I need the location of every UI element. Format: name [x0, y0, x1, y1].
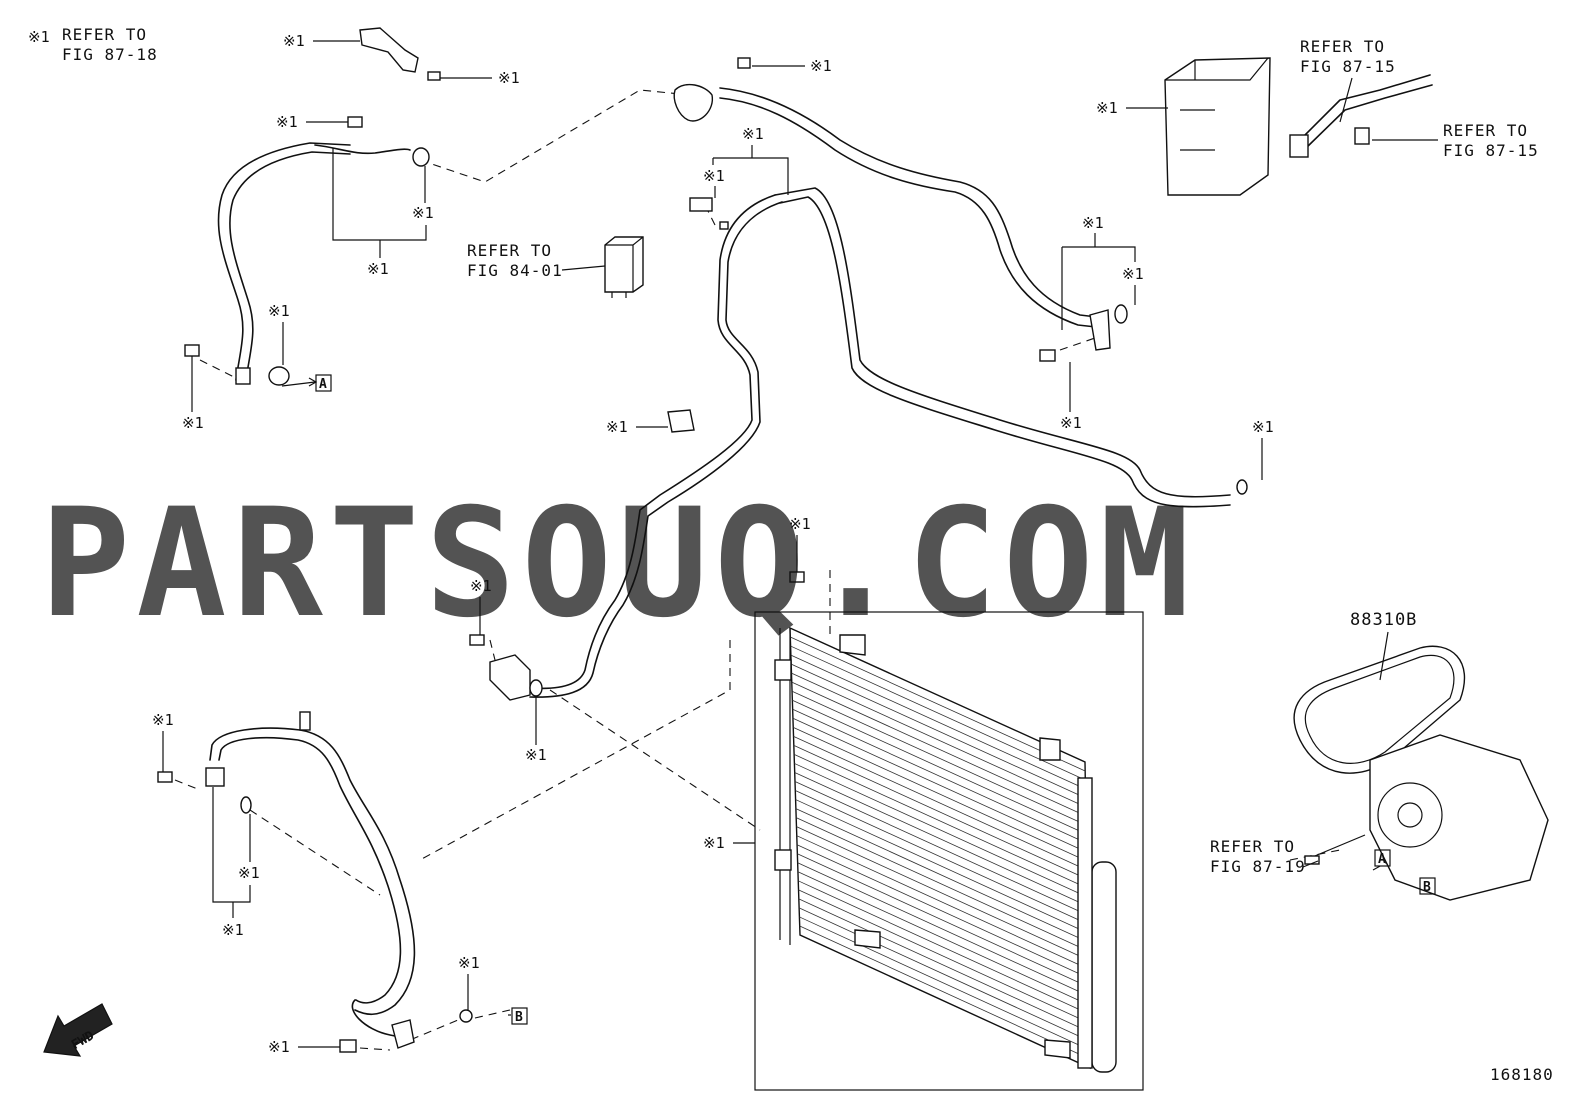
condenser-fin [797, 871, 1090, 1006]
note-relay-line2: FIG 84-01 [467, 261, 563, 280]
condenser-fin [797, 853, 1089, 988]
condenser-fin [793, 754, 1088, 889]
condenser-fin [791, 672, 1086, 808]
callouts: ※1 ※1 ※1 ※1 ※1 ※1 ※1 ※1 ※1 ※1 ※1 ※1 ※1 ※… [28, 28, 1274, 1056]
callout-label: ※1 [742, 125, 764, 143]
condenser-fin [790, 645, 1086, 781]
condenser-fin [795, 799, 1088, 934]
fwd-arrow: FWD [43, 1003, 113, 1057]
note-top-left-line2: FIG 87-18 [62, 45, 158, 64]
callout-label: ※1 [1122, 265, 1144, 283]
callout-label: ※1 [470, 577, 492, 595]
condenser-fin [798, 907, 1090, 1042]
condenser-fin [792, 708, 1087, 844]
condenser-fin [791, 681, 1087, 817]
condenser-fin [795, 790, 1088, 925]
callout-label: ※1 [1082, 214, 1104, 232]
callout-label: ※1 [412, 204, 434, 222]
condenser-fin [798, 889, 1090, 1024]
callout-label: ※1 [276, 113, 298, 131]
callout-label: ※1 [1060, 414, 1082, 432]
callout-label: ※1 [789, 515, 811, 533]
condenser-frame-box [754, 611, 1144, 1091]
part-number-leader [1379, 631, 1389, 681]
callout-label: ※1 [1096, 99, 1118, 117]
part-number-label: 88310B [1350, 610, 1417, 630]
refer-notes: REFER TO FIG 87-18 REFER TO FIG 84-01 RE… [62, 25, 1539, 876]
callout-label: ※1 [182, 414, 204, 432]
small-parts [157, 27, 1549, 1053]
condenser-fin [793, 726, 1087, 862]
callout-label: ※1 [458, 954, 480, 972]
callout-label: ※1 [498, 69, 520, 87]
callout-label: ※1 [1252, 418, 1274, 436]
condenser-fin [796, 817, 1089, 952]
note-compressor-line1: REFER TO [1210, 837, 1295, 856]
condenser-fin [790, 654, 1086, 790]
callout-label: ※1 [606, 418, 628, 436]
condenser-fin [795, 808, 1089, 943]
condenser-fin [798, 880, 1090, 1015]
callout-label: ※1 [268, 302, 290, 320]
condenser-fin [793, 745, 1088, 880]
connector-markers: A B A B [281, 374, 1436, 1025]
callout-label: ※1 [152, 711, 174, 729]
connector-a-label: A [1378, 852, 1386, 867]
callout-label: ※1 [367, 260, 389, 278]
note-top-right-a-line1: REFER TO [1300, 37, 1385, 56]
note-top-right-b-line1: REFER TO [1443, 121, 1528, 140]
condenser-fin [794, 772, 1088, 907]
condenser-fin [799, 916, 1090, 1051]
callout-label: ※1 [268, 1038, 290, 1056]
callout-label: ※1 [810, 57, 832, 75]
condenser-fin [792, 717, 1087, 853]
note-top-left-line1: REFER TO [62, 25, 147, 44]
callout-label: ※1 [238, 864, 260, 882]
condenser-fin [792, 699, 1087, 835]
callout-label: ※1 [703, 834, 725, 852]
note-relay-line1: REFER TO [467, 241, 552, 260]
connector-b-label: B [515, 1010, 523, 1025]
condenser-fin [798, 898, 1090, 1033]
note-top-right-a-line2: FIG 87-15 [1300, 57, 1396, 76]
condenser-fin [791, 663, 1086, 799]
watermark: PARTSOUQ.COM [40, 477, 1196, 651]
condenser-fin [796, 844, 1089, 979]
refrigerant-lines [209, 87, 1231, 1039]
condenser-fin [794, 763, 1088, 898]
callout-label: ※1 [703, 167, 725, 185]
connector-a-label: A [319, 377, 327, 392]
connector-b-label: B [1423, 880, 1431, 895]
figure-id: 168180 [1490, 1065, 1554, 1084]
condenser-fin [796, 826, 1089, 961]
condenser-fin [790, 636, 1086, 772]
note-top-right-b-line2: FIG 87-15 [1443, 141, 1539, 160]
condenser-fin [796, 835, 1089, 970]
callout-label: ※1 [283, 32, 305, 50]
condenser [754, 611, 1144, 1091]
condenser-fin [793, 735, 1087, 871]
callout-label: ※1 [222, 921, 244, 939]
condenser-fin [794, 781, 1088, 916]
condenser-fin [799, 925, 1091, 1060]
condenser-fin [797, 862, 1089, 997]
note-compressor-line2: FIG 87-19 [1210, 857, 1306, 876]
callout-label: ※1 [525, 746, 547, 764]
condenser-fin [791, 690, 1087, 826]
callout-label: ※1 [28, 28, 50, 46]
